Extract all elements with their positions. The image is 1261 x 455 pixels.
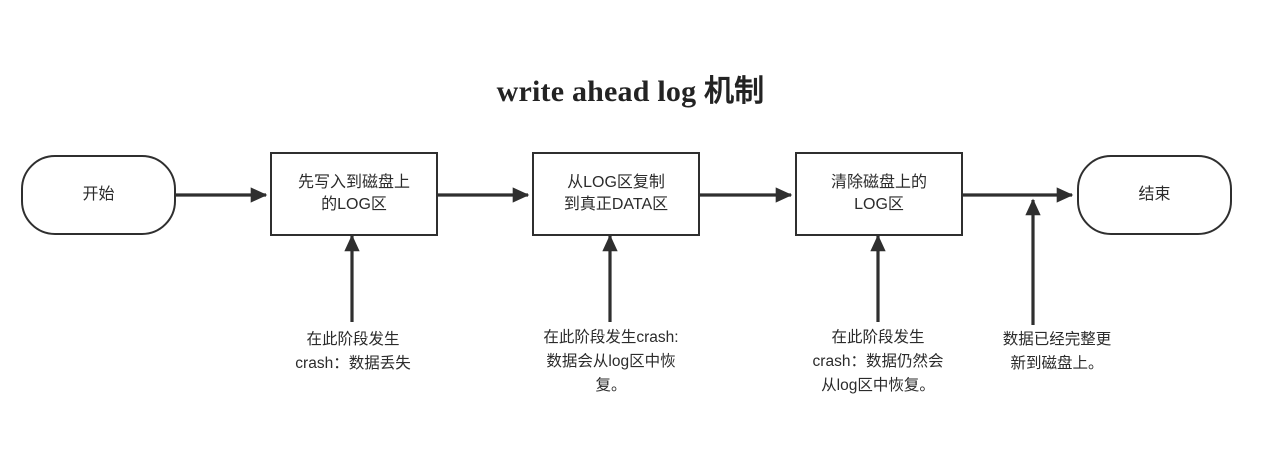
node-start-line-1: 开始 [82, 186, 115, 204]
node-step3-line-2: LOG区 [854, 196, 904, 213]
annotation-note2: 在此阶段发生crash: 数据会从log区中恢 复。 [516, 326, 706, 398]
node-step1[interactable]: 先写入到磁盘上 的LOG区 [270, 152, 438, 236]
node-start[interactable]: 开始 [21, 155, 176, 235]
node-step2-label: 从LOG区复制 到真正DATA区 [552, 172, 680, 215]
annotation-note4: 数据已经完整更 新到磁盘上。 [977, 328, 1137, 376]
node-step1-line-1: 先写入到磁盘上 [297, 174, 410, 192]
node-start-label: 开始 [70, 184, 126, 206]
annotation-note3-line-3: 从log区中恢复。 [821, 377, 935, 395]
annotation-note1-line-1: 在此阶段发生 [306, 331, 400, 348]
annotation-note3-line-2: crash：数据仍然会 [812, 353, 944, 371]
node-step1-line-2: 的LOG区 [321, 196, 387, 213]
node-step3[interactable]: 清除磁盘上的 LOG区 [795, 152, 963, 236]
node-step3-line-1: 清除磁盘上的 [830, 174, 927, 192]
diagram-title: write ahead log 机制 [496, 75, 765, 108]
annotation-note4-line-2: 新到磁盘上。 [1010, 355, 1104, 373]
node-step1-label: 先写入到磁盘上 的LOG区 [286, 172, 422, 215]
node-end[interactable]: 结束 [1077, 155, 1232, 235]
node-end-label: 结束 [1126, 184, 1182, 206]
annotation-note1-line-2: crash：数据丢失 [295, 355, 411, 373]
annotation-note4-line-1: 数据已经完整更 [1002, 331, 1112, 348]
annotation-note3: 在此阶段发生 crash：数据仍然会 从log区中恢复。 [788, 326, 968, 398]
annotation-note2-line-3: 复。 [595, 377, 627, 395]
node-end-line-1: 结束 [1138, 186, 1171, 204]
node-step2-line-2: 到真正DATA区 [563, 196, 669, 213]
annotation-note2-line-2: 数据会从log区中恢 [546, 353, 676, 371]
node-step2[interactable]: 从LOG区复制 到真正DATA区 [532, 152, 700, 236]
annotation-note1: 在此阶段发生 crash：数据丢失 [268, 328, 438, 376]
annotation-note3-line-1: 在此阶段发生 [831, 329, 925, 346]
node-step2-line-1: 从LOG区复制 [567, 174, 665, 192]
annotation-note2-line-1: 在此阶段发生crash: [543, 329, 679, 346]
node-step3-label: 清除磁盘上的 LOG区 [819, 172, 939, 215]
